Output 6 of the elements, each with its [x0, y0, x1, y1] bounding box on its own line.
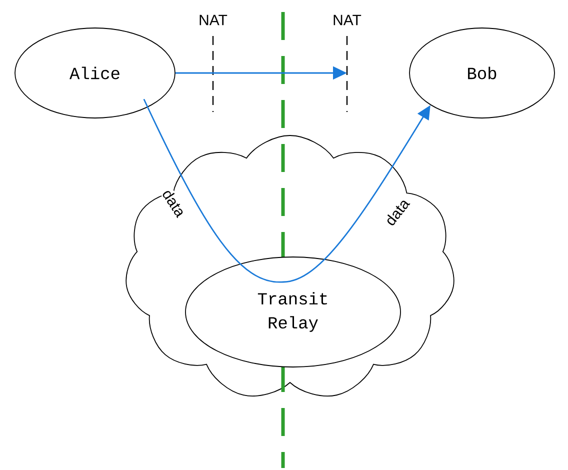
ellipse-node: Transit Relay [185, 256, 401, 368]
nat-label: NAT [200, 14, 228, 26]
nat-label: NAT [334, 14, 362, 26]
ellipse-node: Bob [409, 28, 555, 118]
ellipse-node: Alice [14, 28, 176, 118]
edge-label: data [382, 196, 412, 228]
